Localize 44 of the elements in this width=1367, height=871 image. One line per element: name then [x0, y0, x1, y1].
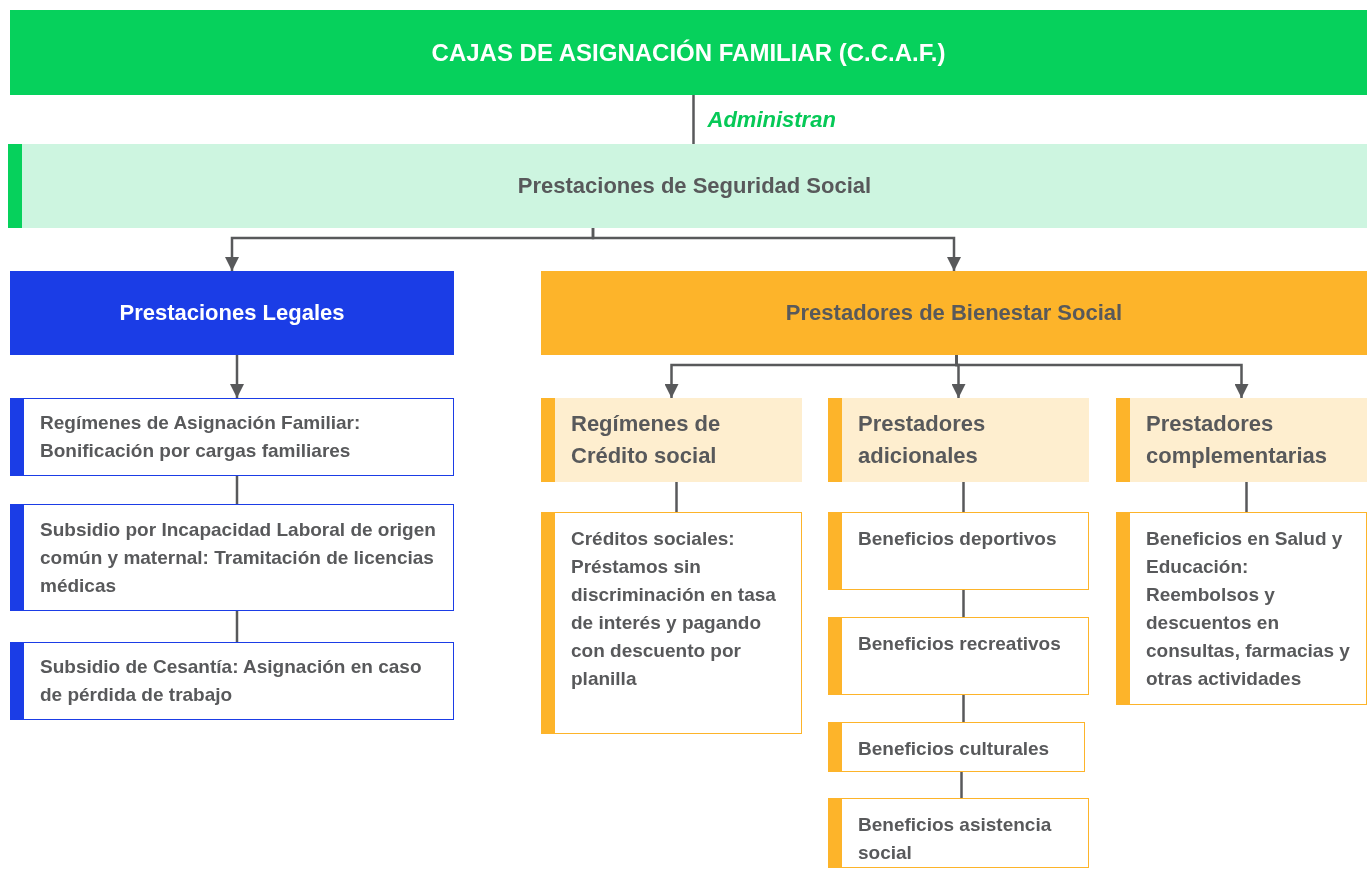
item-box: [828, 722, 1085, 772]
item-box: [828, 798, 1089, 868]
node-text: Beneficios en Salud y Educación: Reembolsos y descuentos en consultas, farmacias y otras actividades: [1146, 527, 1351, 691]
connector: [962, 695, 965, 722]
connector: [235, 476, 239, 504]
node-text: Subsidio de Cesantía: Asignación en caso de pérdida de trabajo: [40, 655, 423, 707]
connector: [591, 228, 961, 271]
item-box: [541, 512, 802, 734]
node-text: Subsidio por Incapacidad Laboral de origen común y maternal: Tramitación de licencias médicas: [40, 517, 437, 598]
connector: [962, 590, 965, 617]
node-text: Regímenes de Crédito social: [571, 410, 722, 470]
node-text: Prestadores adicionales: [858, 410, 987, 470]
category-band: [8, 144, 1367, 228]
subcategory-box: [1116, 398, 1367, 482]
connector: [235, 611, 239, 642]
category-box: [10, 271, 454, 355]
category-box: [541, 271, 1367, 355]
connector: [962, 482, 965, 512]
item-box: [828, 617, 1089, 695]
connector: [675, 482, 678, 512]
connector: [1245, 482, 1248, 512]
node-text: Créditos sociales: Préstamos sin discriminación en tasa de interés y pagando con descuento por planilla: [571, 527, 777, 691]
item-box: [1116, 512, 1367, 705]
item-box: [828, 512, 1089, 590]
title-banner: [10, 10, 1367, 95]
node-text: Prestaciones de Seguridad Social: [517, 173, 872, 199]
node-text: Beneficios recreativos: [858, 632, 1061, 656]
subcategory-box: [541, 398, 802, 482]
node-text: Beneficios culturales: [858, 737, 1050, 761]
connector: [960, 772, 963, 798]
node-text: Prestaciones Legales: [119, 300, 345, 326]
node-text: Beneficios deportivos: [858, 527, 1057, 551]
node-text: Prestadores de Bienestar Social: [785, 300, 1123, 326]
node-text: CAJAS DE ASIGNACIÓN FAMILIAR (C.C.A.F.): [431, 38, 946, 67]
node-text: Regímenes de Asignación Familiar: Bonificación por cargas familiares: [40, 411, 362, 463]
connector: [692, 95, 695, 144]
connector: [955, 355, 1249, 398]
item-box: [10, 642, 454, 720]
connector: [230, 355, 244, 398]
node-text: Prestadores complementarias: [1146, 410, 1328, 470]
item-box: [10, 504, 454, 611]
subcategory-box: [828, 398, 1089, 482]
item-box: [10, 398, 454, 476]
node-text: Beneficios asistencia social: [858, 813, 1053, 865]
